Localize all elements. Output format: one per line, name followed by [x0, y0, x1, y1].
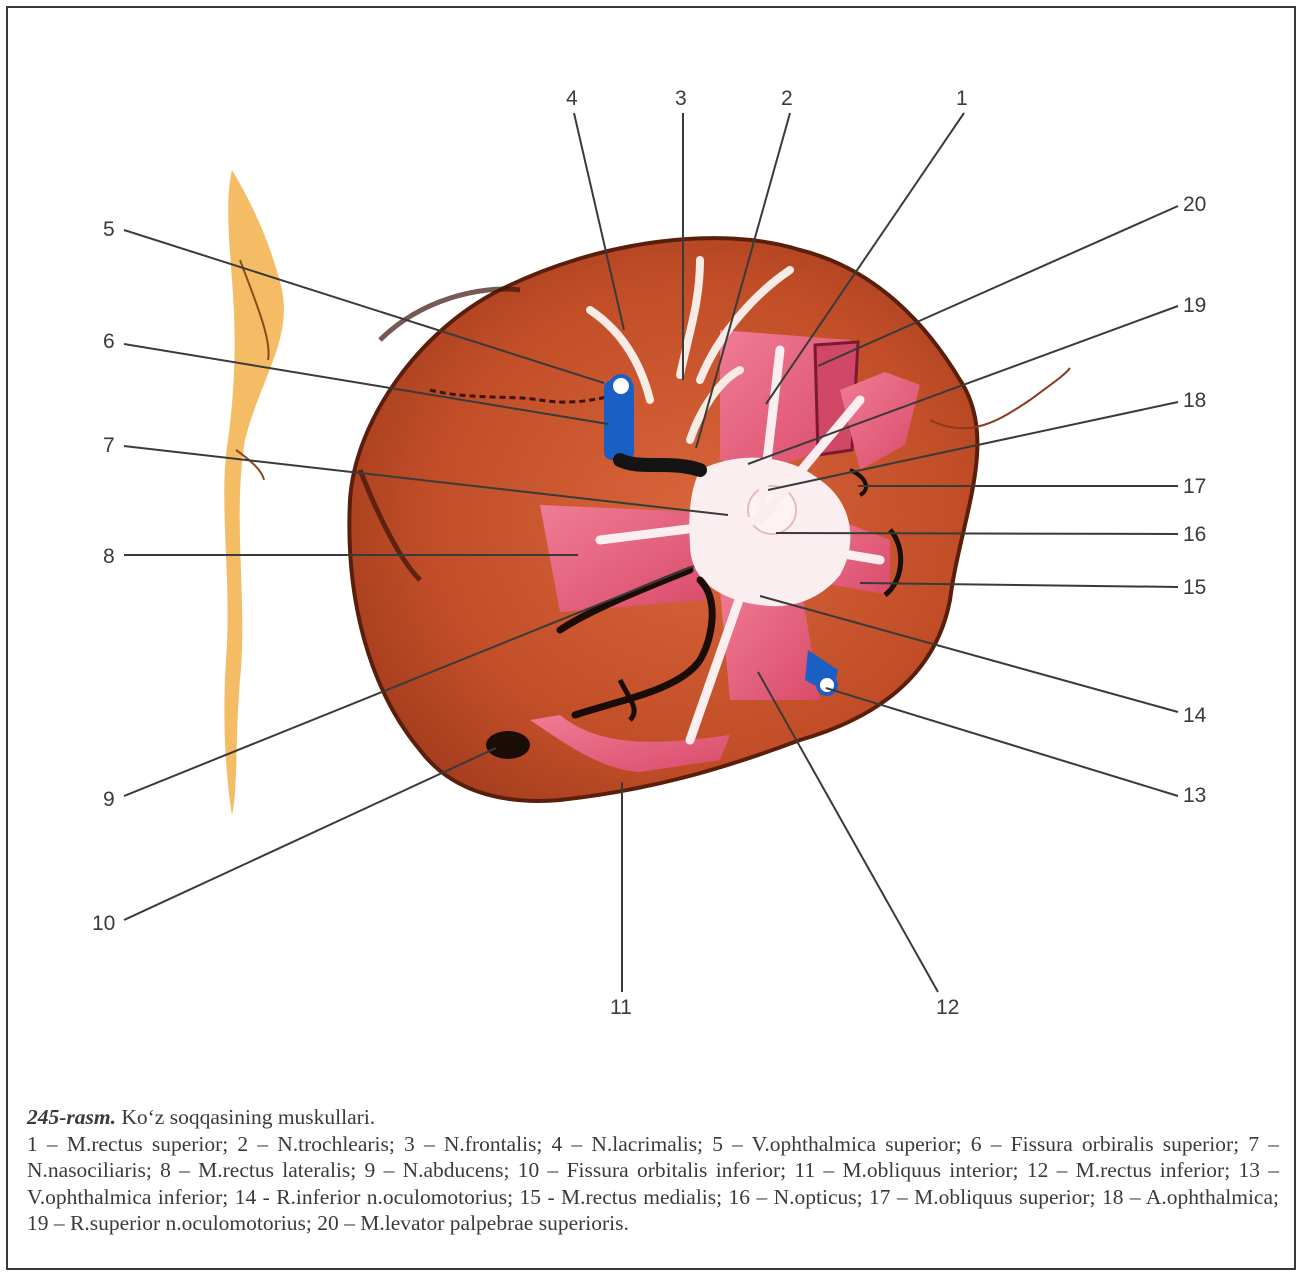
label-19: 19	[1183, 294, 1206, 317]
label-12: 12	[936, 996, 959, 1019]
label-15: 15	[1183, 576, 1206, 599]
figure-label: 245-rasm.	[27, 1105, 116, 1129]
label-1: 1	[956, 87, 968, 110]
caption-title-line: 245-rasm. Ko‘z soqqasining muskullari.	[27, 1104, 1279, 1131]
figure-title: Ko‘z soqqasining muskullari.	[121, 1105, 375, 1129]
orbit-illustration: 1 2 3 4 5 6 7 8 9 10 11 12 13 14 15 16 1…	[0, 0, 1304, 1100]
vein-superior-tail	[620, 460, 700, 470]
label-3: 3	[675, 87, 687, 110]
label-10: 10	[92, 912, 115, 935]
label-14: 14	[1183, 704, 1207, 727]
eyelid-strip	[224, 170, 284, 815]
label-17: 17	[1183, 475, 1206, 498]
label-4: 4	[566, 87, 578, 110]
label-6: 6	[103, 330, 115, 353]
label-11: 11	[610, 996, 632, 1019]
figure-legend: 1 – M.rectus superior; 2 – N.trochlearis…	[27, 1131, 1279, 1237]
fissura-orbitalis-inferior	[486, 731, 530, 759]
label-8: 8	[103, 545, 115, 568]
label-7: 7	[103, 434, 115, 457]
vein-inferior-lumen	[818, 676, 836, 694]
figure-caption: 245-rasm. Ko‘z soqqasining muskullari. 1…	[27, 1104, 1279, 1237]
label-18: 18	[1183, 389, 1206, 412]
label-13: 13	[1183, 784, 1206, 807]
label-16: 16	[1183, 523, 1206, 546]
label-20: 20	[1183, 193, 1206, 216]
vein-superior-lumen	[611, 376, 631, 396]
label-2: 2	[781, 87, 793, 110]
label-5: 5	[103, 218, 115, 241]
label-9: 9	[103, 788, 115, 811]
